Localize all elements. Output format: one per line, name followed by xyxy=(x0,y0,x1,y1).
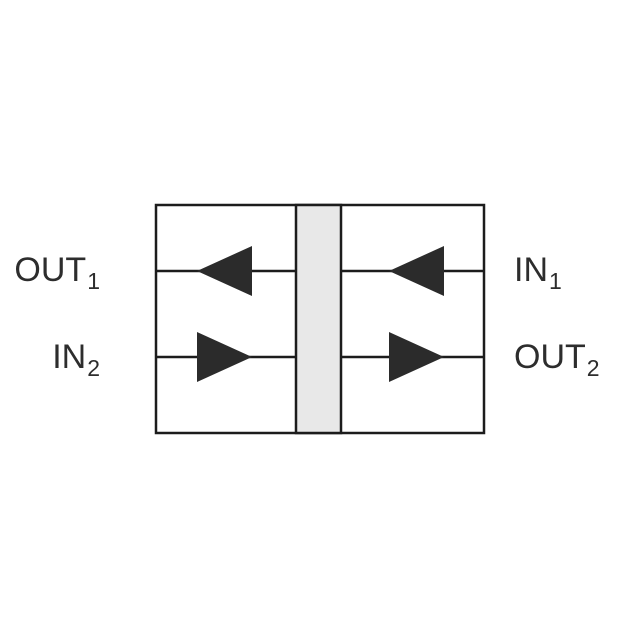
channel2-left-buffer-triangle-icon xyxy=(197,332,252,382)
label-out2-subscript: 2 xyxy=(586,355,600,381)
channel1-right-buffer-triangle-icon xyxy=(389,246,444,296)
label-out1-text: OUT xyxy=(14,251,87,289)
channel2-right-buffer-triangle-icon xyxy=(389,332,444,382)
label-in1-text: IN xyxy=(514,251,548,289)
label-out2: OUT2 xyxy=(514,338,634,381)
label-in1: IN1 xyxy=(514,251,634,294)
label-out1: OUT1 xyxy=(0,251,100,294)
label-out2-text: OUT xyxy=(514,338,586,376)
label-in2-subscript: 2 xyxy=(87,355,100,381)
label-in2: IN2 xyxy=(0,338,100,381)
channel1-left-buffer-triangle-icon xyxy=(197,246,252,296)
label-in1-subscript: 1 xyxy=(549,268,562,294)
label-out1-subscript: 1 xyxy=(87,268,100,294)
isolation-barrier xyxy=(294,203,343,435)
label-in2-text: IN xyxy=(52,338,87,376)
